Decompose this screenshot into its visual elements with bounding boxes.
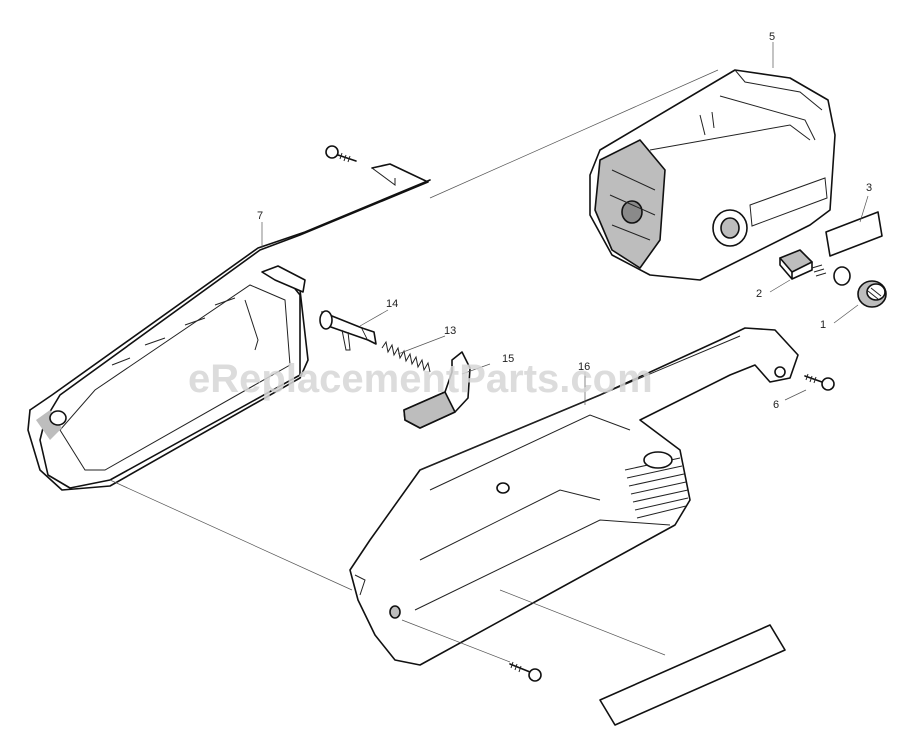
callout-label-6: 6 [773,399,779,411]
label-plate-part [825,211,883,257]
screw-top-part [325,145,357,163]
screw-bottom-part [509,661,542,682]
switch-pin-part [319,310,377,351]
motor-housing-part [589,69,836,281]
callout-label-15: 15 [502,353,514,365]
carbon-brush-part [779,249,851,286]
right-handle-half-part [349,327,799,666]
bottom-label-plate-part [599,624,786,726]
callout-label-1: 1 [820,319,826,331]
callout-label-3: 3 [866,182,872,194]
spring-part [381,340,431,373]
watermark-text: eReplacementParts.com [188,357,653,401]
callout-label-7: 7 [257,210,263,222]
trigger-part [403,351,471,429]
brush-cap-part [857,280,887,308]
callout-label-14: 14 [386,298,398,310]
left-handle-half-part [27,163,431,491]
callout-label-5: 5 [769,31,775,43]
assembly-lines [109,42,869,663]
screw-right-part [804,373,835,391]
callout-label-16: 16 [578,361,590,373]
callout-label-2: 2 [756,288,762,300]
callout-label-13: 13 [444,325,456,337]
